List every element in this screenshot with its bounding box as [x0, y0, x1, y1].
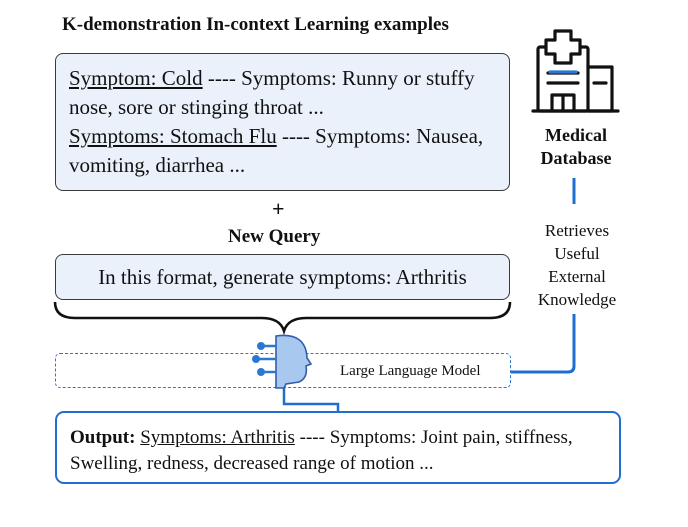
demo-example-1-text: ---- Symptoms: Runny or stuffy nose, sor…	[69, 66, 475, 119]
query-text: In this format, generate symptoms: Arthr…	[98, 265, 467, 289]
output-label: Output:	[70, 427, 136, 448]
database-label-line-1: Medical	[545, 125, 607, 145]
output-connector	[282, 388, 340, 411]
hospital-icon	[531, 29, 620, 113]
demo-example-2-text: ---- Symptoms: Nausea, vomiting, diarrhe…	[69, 124, 484, 177]
demo-example-1-label: Symptom: Cold	[69, 66, 203, 90]
retrieval-connector	[511, 178, 576, 374]
medical-database-label: Medical Database	[534, 124, 618, 170]
retrieves-line-3: External	[548, 267, 606, 286]
diagram-title: K-demonstration In-context Learning exam…	[62, 14, 449, 35]
plus-sign: +	[272, 196, 285, 221]
retrieves-line-1: Retrieves	[544, 221, 610, 240]
retrieves-line-4: Knowledge	[537, 290, 617, 309]
retrieves-knowledge-label: Retrieves Useful External Knowledge	[527, 219, 627, 311]
retrieves-line-2: Useful	[554, 244, 600, 263]
demonstration-box: Symptom: Cold ---- Symptoms: Runny or st…	[55, 53, 510, 191]
demo-example-2-label: Symptoms: Stomach Flu	[69, 124, 277, 148]
query-brace	[53, 301, 512, 336]
query-box: In this format, generate symptoms: Arthr…	[55, 254, 510, 300]
ai-head-icon	[252, 334, 313, 389]
llm-label: Large Language Model	[340, 363, 481, 379]
output-text: ---- Symptoms: Joint pain, stiffness, Sw…	[70, 427, 573, 474]
new-query-label: New Query	[228, 226, 321, 247]
database-label-line-2: Database	[540, 148, 612, 168]
output-topic: Symptoms: Arthritis	[140, 427, 295, 448]
output-box: Output: Symptoms: Arthritis ---- Symptom…	[55, 411, 621, 484]
